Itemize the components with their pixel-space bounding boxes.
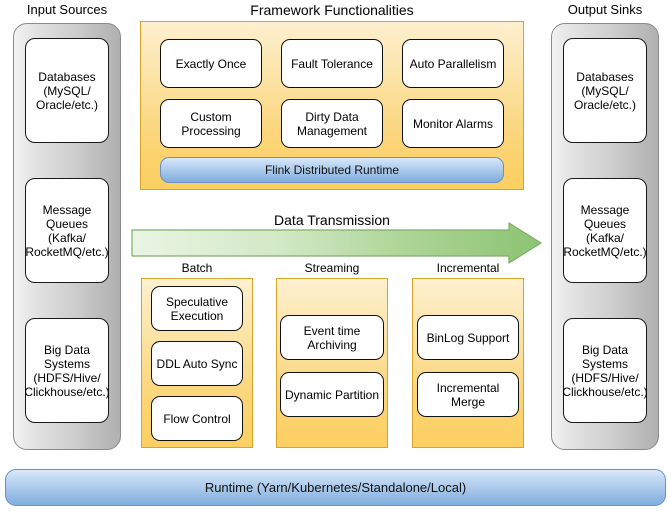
batch-speculative-execution-label: Speculative Execution: [165, 294, 229, 323]
batch-ddl-auto-sync[interactable]: DDL Auto Sync: [151, 341, 243, 386]
feature-auto-parallelism[interactable]: Auto Parallelism: [402, 39, 504, 88]
feature-auto-parallelism-label: Auto Parallelism: [409, 56, 497, 71]
output-sink-big-data-label: Big Data Systems (HDFS/Hive/ Clickhouse/…: [562, 342, 648, 399]
data-transmission-arrow: [131, 222, 542, 264]
incremental-merge-label: Incremental Merge: [436, 380, 500, 409]
feature-fault-tolerance[interactable]: Fault Tolerance: [281, 39, 383, 88]
category-incremental-panel: [412, 278, 524, 448]
input-source-databases-label: Databases (MySQL/ Oracle/etc.): [35, 69, 98, 112]
output-sink-databases[interactable]: Databases (MySQL/ Oracle/etc.): [563, 38, 647, 143]
input-sources-title: Input Sources: [26, 2, 108, 17]
data-transmission-label: Data Transmission: [274, 212, 390, 228]
output-sink-message-queues-label: Message Queues (Kafka/ RocketMQ/etc.): [563, 202, 647, 259]
output-sink-databases-label: Databases (MySQL/ Oracle/etc.): [573, 69, 636, 112]
feature-monitor-alarms-label: Monitor Alarms: [412, 116, 494, 131]
output-sink-big-data[interactable]: Big Data Systems (HDFS/Hive/ Clickhouse/…: [562, 318, 648, 423]
input-source-big-data-label: Big Data Systems (HDFS/Hive/ Clickhouse/…: [24, 342, 110, 399]
batch-speculative-execution[interactable]: Speculative Execution: [151, 286, 243, 331]
streaming-dynamic-partition-label: Dynamic Partition: [284, 387, 380, 402]
incremental-merge[interactable]: Incremental Merge: [417, 372, 519, 417]
feature-dirty-data-management[interactable]: Dirty Data Management: [281, 99, 383, 148]
batch-ddl-auto-sync-label: DDL Auto Sync: [156, 356, 238, 371]
output-sink-message-queues[interactable]: Message Queues (Kafka/ RocketMQ/etc.): [563, 178, 647, 283]
flink-distributed-runtime-bar[interactable]: Flink Distributed Runtime: [160, 157, 504, 183]
incremental-binlog-support[interactable]: BinLog Support: [417, 315, 519, 360]
category-streaming-panel: [276, 278, 388, 448]
feature-fault-tolerance-label: Fault Tolerance: [291, 56, 373, 71]
input-source-big-data[interactable]: Big Data Systems (HDFS/Hive/ Clickhouse/…: [24, 318, 110, 423]
output-sinks-title: Output Sinks: [567, 2, 643, 17]
feature-dirty-data-management-label: Dirty Data Management: [296, 109, 368, 138]
streaming-event-time-archiving-label: Event time Archiving: [303, 323, 361, 352]
category-streaming-title: Streaming: [304, 261, 360, 275]
streaming-dynamic-partition[interactable]: Dynamic Partition: [280, 372, 384, 417]
feature-custom-processing-label: Custom Processing: [181, 109, 241, 138]
batch-flow-control-label: Flow Control: [163, 411, 231, 426]
input-source-databases[interactable]: Databases (MySQL/ Oracle/etc.): [25, 38, 109, 143]
flink-distributed-runtime-label: Flink Distributed Runtime: [264, 163, 400, 177]
bottom-runtime-label: Runtime (Yarn/Kubernetes/Standalone/Loca…: [204, 480, 467, 495]
feature-monitor-alarms[interactable]: Monitor Alarms: [402, 99, 504, 148]
input-source-message-queues-label: Message Queues (Kafka/ RocketMQ/etc.): [25, 202, 109, 259]
bottom-runtime-bar[interactable]: Runtime (Yarn/Kubernetes/Standalone/Loca…: [5, 469, 666, 506]
feature-exactly-once[interactable]: Exactly Once: [160, 39, 262, 88]
feature-custom-processing[interactable]: Custom Processing: [160, 99, 262, 148]
input-source-message-queues[interactable]: Message Queues (Kafka/ RocketMQ/etc.): [25, 178, 109, 283]
incremental-binlog-support-label: BinLog Support: [426, 330, 510, 345]
feature-exactly-once-label: Exactly Once: [175, 56, 247, 71]
category-batch-title: Batch: [181, 261, 213, 275]
category-incremental-title: Incremental: [436, 261, 500, 275]
framework-functionalities-title: Framework Functionalities: [250, 2, 414, 18]
streaming-event-time-archiving[interactable]: Event time Archiving: [280, 315, 384, 360]
batch-flow-control[interactable]: Flow Control: [151, 396, 243, 441]
